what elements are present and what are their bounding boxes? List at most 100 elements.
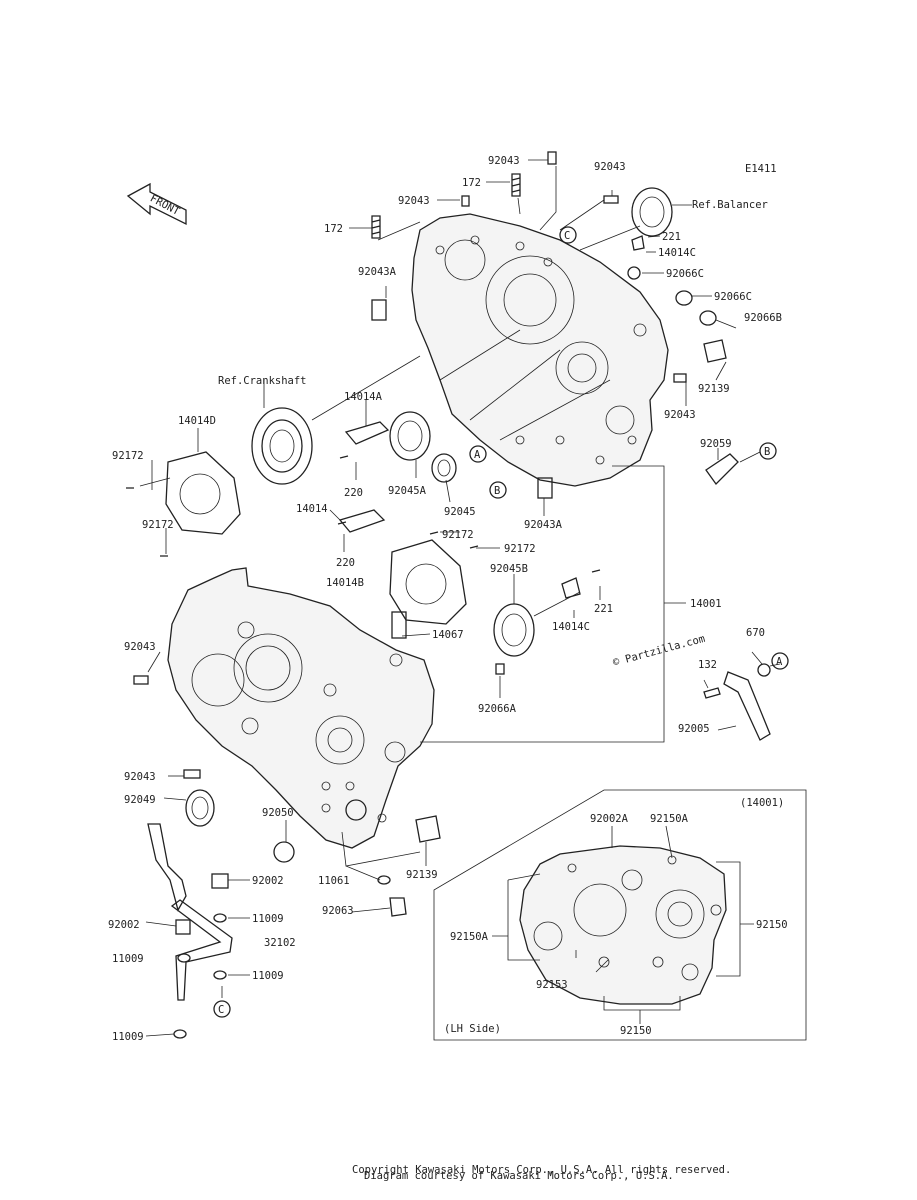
front-direction-arrow: FRONT: [126, 182, 187, 226]
callout-a-mid: A: [469, 445, 487, 463]
label-92045b: 92045B: [490, 563, 528, 575]
label-11009-a: 11009: [252, 913, 284, 925]
label-92043-b: 92043: [398, 195, 430, 207]
label-11009-d: 11009: [112, 1031, 144, 1043]
front-label: FRONT: [148, 192, 182, 218]
label-92172-b: 92172: [504, 543, 536, 555]
label-92066b: 92066B: [744, 312, 782, 324]
washer-11009-c: [177, 953, 191, 963]
label-11009-c: 11009: [252, 970, 284, 982]
washer-11009-d: [173, 1029, 187, 1039]
label-92139-low: 92139: [406, 869, 438, 881]
label-92002-b: 92002: [108, 919, 140, 931]
bolt-92002-a: [211, 873, 229, 889]
bracket-14014c-mid: [561, 577, 581, 599]
leader-lines: [139, 159, 781, 1037]
callout-c-top: C: [559, 226, 577, 244]
part-labels: 92043 172 92043 172 92043 Ref.Balancer 2…: [108, 155, 788, 1043]
label-132: 132: [698, 659, 717, 671]
label-92150a-l: 92150A: [450, 931, 489, 943]
label-92172-left: 92172: [112, 450, 144, 462]
callout-b-right: B: [759, 442, 777, 460]
label-92049: 92049: [124, 794, 156, 806]
ring-92066c-a: [627, 266, 641, 280]
dowel-pin-92043-r2: [673, 373, 687, 383]
washer-11009-b: [213, 970, 227, 980]
figure-code: E1411: [745, 163, 777, 175]
seal-92045: [431, 453, 457, 483]
collar-92139-low: [415, 815, 441, 843]
label-ref-crankshaft: Ref.Crankshaft: [218, 375, 307, 387]
plug-92063: [389, 897, 407, 917]
dowel-pin-92043-left: [133, 675, 149, 685]
seal-92049: [185, 789, 215, 827]
bolt-92002-b: [175, 919, 191, 935]
bracket-14014a: [344, 421, 390, 445]
oil-pipe-32102: [147, 823, 187, 912]
dowel-92043a-top: [371, 299, 387, 321]
label-92005: 92005: [678, 723, 710, 735]
label-92150-r: 92150: [756, 919, 788, 931]
ring-92066c-b: [675, 290, 693, 306]
label-92066c-b: 92066C: [714, 291, 752, 303]
bracket-14014: [338, 509, 386, 533]
dowel-92043a-mid: [537, 477, 553, 499]
lever-92005: [723, 671, 771, 741]
label-92059: 92059: [700, 438, 732, 450]
label-92043-top: 92043: [488, 155, 520, 167]
left-crankcase-half: [167, 567, 435, 849]
label-14014a: 14014A: [344, 391, 383, 403]
label-92002a: 92002A: [590, 813, 629, 825]
svg-text:A: A: [776, 656, 783, 668]
small-bolts: [126, 455, 601, 573]
label-220-b: 220: [336, 557, 355, 569]
label-92043a-top: 92043A: [358, 266, 397, 278]
cover-plate-14014d: [165, 451, 241, 535]
label-92043a-mid: 92043A: [524, 519, 563, 531]
ring-670: [757, 663, 771, 677]
label-14067: 14067: [432, 629, 464, 641]
footer-line-2: Diagram courtesy of Kawasaki Motors Corp…: [364, 1170, 674, 1182]
label-92139-r: 92139: [698, 383, 730, 395]
label-14014c-mid: 14014C: [552, 621, 590, 633]
footer-line-1: Copyright Kawasaki Motors Corp., U.S.A. …: [352, 1164, 731, 1176]
label-92002-a: 92002: [252, 875, 284, 887]
dowel-pin-92043-top: [547, 151, 557, 165]
svg-text:B: B: [494, 485, 500, 497]
label-670: 670: [746, 627, 765, 639]
label-221-mid: 221: [594, 603, 613, 615]
bearing-92045a: [389, 411, 431, 461]
label-14014: 14014: [296, 503, 328, 515]
dowel-pin-92043-b: [461, 195, 470, 207]
bearing-92045b: [493, 603, 535, 657]
label-92043-low: 92043: [124, 771, 156, 783]
label-ref-balancer: Ref.Balancer: [692, 199, 768, 211]
washer-11061: [377, 875, 391, 885]
label-92063: 92063: [322, 905, 354, 917]
label-172-top: 172: [462, 177, 481, 189]
part-92059: [705, 453, 739, 486]
svg-text:C: C: [564, 230, 570, 242]
label-14014b: 14014B: [326, 577, 364, 589]
oil-pipe-lower: [170, 899, 233, 1001]
svg-text:A: A: [474, 449, 481, 461]
label-221-top: 221: [662, 231, 681, 243]
assembly-bracket-14001: [420, 465, 686, 743]
label-92066c-a: 92066C: [666, 268, 704, 280]
washer-11009-a: [213, 913, 227, 923]
callout-b-mid: B: [489, 481, 507, 499]
bracket-14014c-top: [631, 235, 645, 251]
dowel-pin-92066a: [495, 663, 505, 675]
callout-a-right: A: [771, 652, 789, 670]
label-92043-r2: 92043: [664, 409, 696, 421]
svg-text:B: B: [764, 446, 770, 458]
dowel-14067: [391, 611, 407, 639]
label-11061: 11061: [318, 875, 350, 887]
ring-92066b: [699, 310, 717, 326]
label-92045: 92045: [444, 506, 476, 518]
seal-92050: [273, 841, 295, 863]
label-92150-b: 92150: [620, 1025, 652, 1037]
label-32102: 32102: [264, 937, 296, 949]
label-220-a: 220: [344, 487, 363, 499]
label-14001: 14001: [690, 598, 722, 610]
